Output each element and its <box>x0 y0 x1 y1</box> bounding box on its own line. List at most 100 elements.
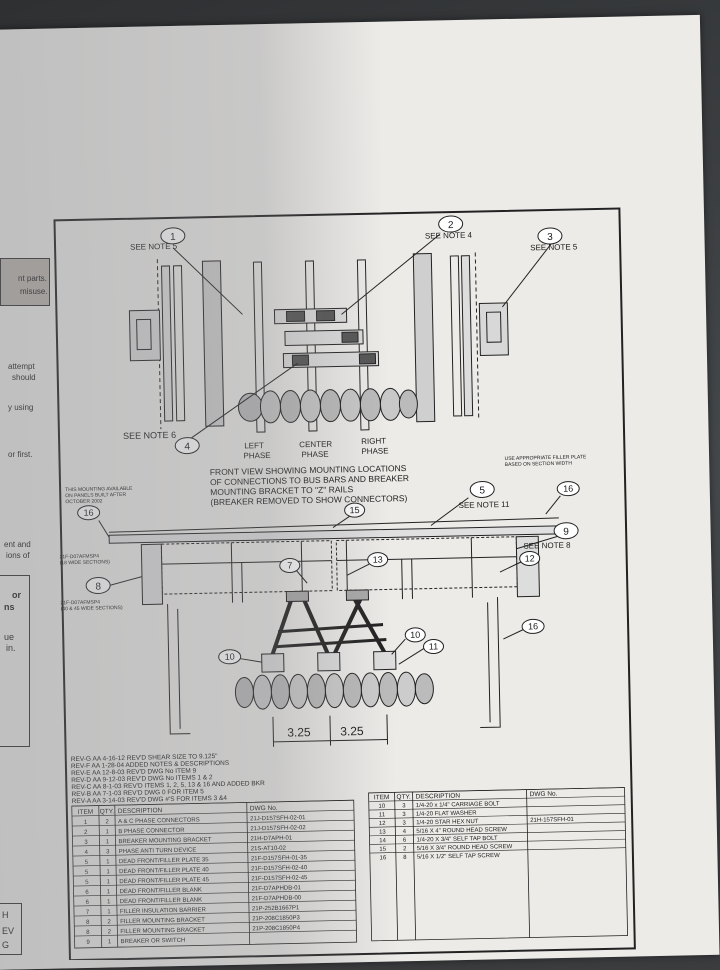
phase-center-line1: CENTER <box>299 440 332 450</box>
bom-right-cell: 4 <box>403 829 407 835</box>
callout-4-text: 4 <box>184 442 190 453</box>
callout-1-text: 1 <box>170 232 176 243</box>
callout-16-top-right: 16 <box>556 481 580 497</box>
bom-left-cell: BREAKER MOUNTING BRACKET <box>118 837 211 845</box>
phase-center-line2: PHASE <box>301 450 328 460</box>
bom-left-row-line <box>74 929 357 937</box>
bom-left-cell: 9 <box>86 940 90 946</box>
callout-16-right: 16 <box>521 618 545 634</box>
see-note-5-left: SEE NOTE 5 <box>130 242 178 252</box>
warning-box <box>0 258 50 306</box>
side-tab-ev: EV <box>2 926 15 936</box>
bom-table-right <box>368 787 629 942</box>
bom-left-cell: 5 <box>85 860 89 866</box>
callout-7: 7 <box>279 557 301 573</box>
bom-left-cell: DEAD FRONT/FILLER BLANK <box>120 897 202 905</box>
bom-left-cell: 8 <box>86 930 90 936</box>
bom-right-cell: 16 <box>380 855 387 861</box>
drawing-frame <box>53 207 636 960</box>
bom-left-header-cell: ITEM <box>78 809 94 816</box>
bom-right-row-line <box>369 821 626 828</box>
see-note-6: SEE NOTE 6 <box>123 430 176 441</box>
bom-left-cell: 1 <box>107 909 111 915</box>
see-note-5-right: SEE NOTE 5 <box>530 242 578 252</box>
bom-left-cell: 2 <box>105 819 109 825</box>
bom-left-cell: 6 <box>86 900 90 906</box>
bom-right-cell: 5/16 X 4" ROUND HEAD SCREW <box>416 827 507 835</box>
rev-b: REV-B AA 7-1-03 REV'D DWG 0 FOR ITEM 5 <box>71 788 204 798</box>
bom-right-row-line <box>368 787 625 794</box>
bom-left-cell: 8 <box>86 920 90 926</box>
front-view <box>128 233 552 440</box>
bom-left-cell: A & C PHASE CONNECTORS <box>118 817 200 825</box>
callout-15-text: 15 <box>350 505 360 515</box>
phase-right-line1: RIGHT <box>361 436 386 446</box>
bom-right-row-line <box>368 804 625 811</box>
bom-left-cell: DEAD FRONT/FILLER PLATE 40 <box>119 867 209 875</box>
bom-right-cell: 14 <box>379 838 386 844</box>
bom-right-cell: 1/4-20 X 3/4" SELF TAP BOLT <box>416 836 498 844</box>
callout-3: 3 <box>537 227 563 245</box>
callout-13: 12 <box>519 550 541 566</box>
bom-left-cell: 21H-D7APH-01 <box>250 835 292 842</box>
bom-left-cell: 7 <box>86 910 90 916</box>
bom-right-cell: 12 <box>379 821 386 827</box>
callout-12-text: 11 <box>429 641 439 651</box>
bom-left-cell: 1 <box>84 820 88 826</box>
revision-list: REV-G AA 4-16-12 REV'D SHEAR SIZE TO 9.1… <box>71 753 265 805</box>
callout-7-text: 7 <box>287 560 292 570</box>
callout-10: 10 <box>218 649 242 665</box>
bom-left-cell: 5 <box>85 880 89 886</box>
bom-left-cell: 3 <box>106 849 110 855</box>
bom-left-row-line <box>74 909 357 917</box>
rev-e: REV-E AA 12-8-03 REV'D DWG No ITEM 9 <box>71 767 197 777</box>
side-line-should: should <box>12 373 36 382</box>
bom-right-cell: 10 <box>378 804 385 810</box>
callout-2: 2 <box>438 215 464 233</box>
phase-left-line2: PHASE <box>243 451 270 461</box>
callout-5: 5 <box>469 480 495 498</box>
mounting-note-line3: OCTOBER 2002 <box>65 498 102 505</box>
bom-right-header-cell: DWG No. <box>530 791 558 799</box>
bom-left-cell: 21F-D7APHDB-01 <box>251 885 301 892</box>
rev-g: REV-G AA 4-16-12 REV'D SHEAR SIZE TO 9.1… <box>71 753 219 763</box>
rev-f: REV-F AA 1-28-04 ADDED NOTES & DESCRIPTI… <box>71 760 230 770</box>
callout-2-text: 2 <box>448 220 454 231</box>
bom-left-cell: 5 <box>85 870 89 876</box>
bom-left-row-line <box>73 889 356 897</box>
bom-left-cell: 2 <box>84 830 88 836</box>
side-line-first: or first. <box>8 450 33 459</box>
bom-left-cell: 21S-AT10-02 <box>251 846 287 853</box>
callout-9: 9 <box>553 522 579 540</box>
callout-3-text: 3 <box>547 232 553 243</box>
label-21f-a-line1: 21F-D07AFMSP4 <box>59 553 99 560</box>
bom-right-row-line <box>369 830 626 837</box>
bom-right-cell: 13 <box>379 830 386 836</box>
phase-left-line1: LEFT <box>244 441 264 450</box>
side-line-ent: ent and <box>4 540 31 549</box>
rev-c: REV-C AA 8-1-03 REV'D ITEMS 1, 2, 5, 13 … <box>71 780 265 791</box>
rev-a: REV-A AA 3-14-03 REV'D DWG #'S FOR ITEMS… <box>72 795 228 805</box>
bom-right-cell: 8 <box>403 855 407 861</box>
bom-right-cell: 6 <box>403 838 407 844</box>
bom-left-cell: DEAD FRONT/FILLER BLANK <box>120 887 202 895</box>
bom-left-row-line <box>72 849 355 857</box>
bom-left-cell: 4 <box>85 850 89 856</box>
label-21f-b-line2: (40 & 45 WIDE SECTIONS) <box>61 605 123 612</box>
bom-left-row-line <box>74 919 357 927</box>
callout-15: 15 <box>344 502 366 518</box>
bom-right-row-line <box>369 838 626 845</box>
side-tab-h: H <box>2 910 9 920</box>
bom-left-cell: 21P-208C1850P3 <box>252 915 300 922</box>
warning-line-1: nt parts. <box>18 274 47 283</box>
bom-left-cell: 6 <box>85 890 89 896</box>
callout-9-text: 9 <box>563 527 569 538</box>
bom-left-row-line <box>73 869 356 877</box>
phase-right-line2: PHASE <box>361 446 388 456</box>
see-note-8: SEE NOTE 8 <box>523 541 571 551</box>
bom-right-header-cell: DESCRIPTION <box>416 793 461 801</box>
bom-right-row-line <box>368 795 625 802</box>
bom-left-cell: 21F-D7APHDB-00 <box>252 895 302 902</box>
